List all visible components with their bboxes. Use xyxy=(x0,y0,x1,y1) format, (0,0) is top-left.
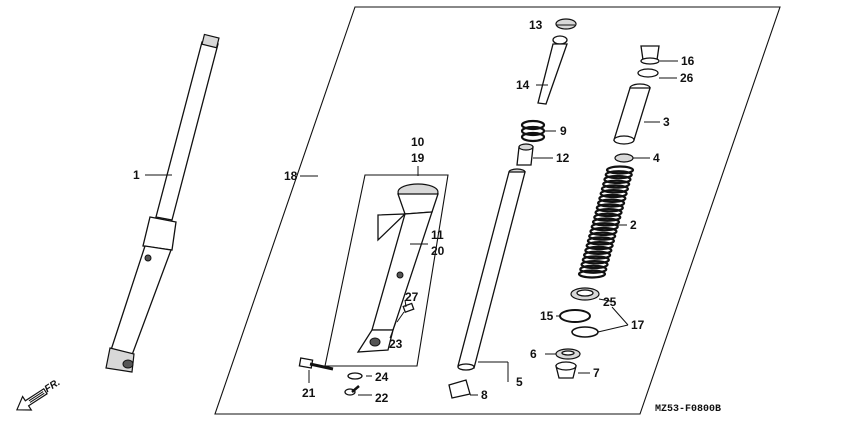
spring-coil xyxy=(600,184,630,194)
spring-coil xyxy=(584,245,613,255)
callout-24: 24 xyxy=(375,370,389,384)
o-ring-26 xyxy=(637,68,659,78)
callout-1: 1 xyxy=(133,168,140,182)
callout-10: 10 xyxy=(411,135,425,149)
oil-lock-piece-12 xyxy=(516,143,534,166)
callout-20: 20 xyxy=(431,244,445,258)
callout-23: 23 xyxy=(389,337,403,351)
spring-coil xyxy=(585,241,614,251)
spring-coil xyxy=(598,193,627,203)
callout-14: 14 xyxy=(516,78,530,92)
spring-coil xyxy=(577,269,607,279)
spring-coil xyxy=(603,174,632,185)
spring-coil xyxy=(595,203,624,213)
spring-coil xyxy=(599,189,628,199)
callout-11: 11 xyxy=(431,228,444,242)
spring-seat-4 xyxy=(614,153,634,163)
spring-coil xyxy=(582,250,612,260)
guide-bushing-7 xyxy=(555,361,577,379)
rebound-spring-9 xyxy=(520,119,546,143)
callout-9: 9 xyxy=(560,124,567,138)
callout-4: 4 xyxy=(653,151,660,165)
fork-leg-complete xyxy=(105,33,220,373)
arrow-front-icon xyxy=(15,387,48,411)
cap-13 xyxy=(555,18,577,30)
slider-group-frame xyxy=(324,174,449,367)
oil-seal-25 xyxy=(570,287,600,301)
spring-coil xyxy=(604,170,633,180)
spring-coil xyxy=(596,198,626,208)
spring-coil xyxy=(588,231,617,241)
spring-coil xyxy=(581,255,610,265)
spring-coil xyxy=(579,264,608,274)
callout-18: 18 xyxy=(284,169,298,183)
callout-2: 2 xyxy=(630,218,637,232)
fork-assembly-frame xyxy=(214,6,781,415)
fork-slider xyxy=(356,183,439,353)
callout-15: 15 xyxy=(540,309,554,323)
callout-5: 5 xyxy=(516,375,523,389)
spring-coil xyxy=(589,226,618,237)
spring-coil xyxy=(586,236,616,246)
callout-26: 26 xyxy=(680,71,694,85)
callout-3: 3 xyxy=(663,115,670,129)
bolt-22 xyxy=(344,385,360,396)
spring-coil xyxy=(591,217,621,227)
bolt-21 xyxy=(298,357,334,371)
back-up-ring-6 xyxy=(555,348,581,360)
callout-7: 7 xyxy=(593,366,600,380)
spring-coil xyxy=(593,212,622,222)
callout-13: 13 xyxy=(529,18,543,32)
callout-6: 6 xyxy=(530,347,537,361)
spring-coil xyxy=(580,259,609,270)
callout-22: 22 xyxy=(375,391,389,405)
diagram-code: MZ53-F0800B xyxy=(655,404,721,415)
callout-27: 27 xyxy=(405,290,419,304)
slider-bushing-17 xyxy=(571,326,599,338)
callout-25: 25 xyxy=(603,295,617,309)
damper-rod-14 xyxy=(537,35,568,105)
spring-coil xyxy=(590,222,619,232)
callout-19: 19 xyxy=(411,151,425,165)
fork-bolt-16 xyxy=(640,45,660,65)
leader-lines xyxy=(145,24,678,396)
fork-spring-2 xyxy=(577,165,635,279)
fork-pipe xyxy=(457,168,526,371)
spring-coil xyxy=(594,207,623,218)
spring-collar-3 xyxy=(613,83,651,145)
callout-12: 12 xyxy=(556,151,570,165)
callout-17: 17 xyxy=(631,318,645,332)
piece-slide-8 xyxy=(448,379,471,399)
washer-24 xyxy=(347,372,363,380)
front-direction-indicator: FR. xyxy=(15,377,62,411)
callout-16: 16 xyxy=(681,54,695,68)
spring-coil xyxy=(602,179,631,189)
stopper-ring-15 xyxy=(559,309,591,323)
callout-8: 8 xyxy=(481,388,488,402)
callout-labels: 1 2 3 4 5 6 7 8 9 10 11 12 13 14 15 16 1… xyxy=(133,18,695,405)
spring-coil xyxy=(605,165,635,175)
callout-21: 21 xyxy=(302,386,316,400)
